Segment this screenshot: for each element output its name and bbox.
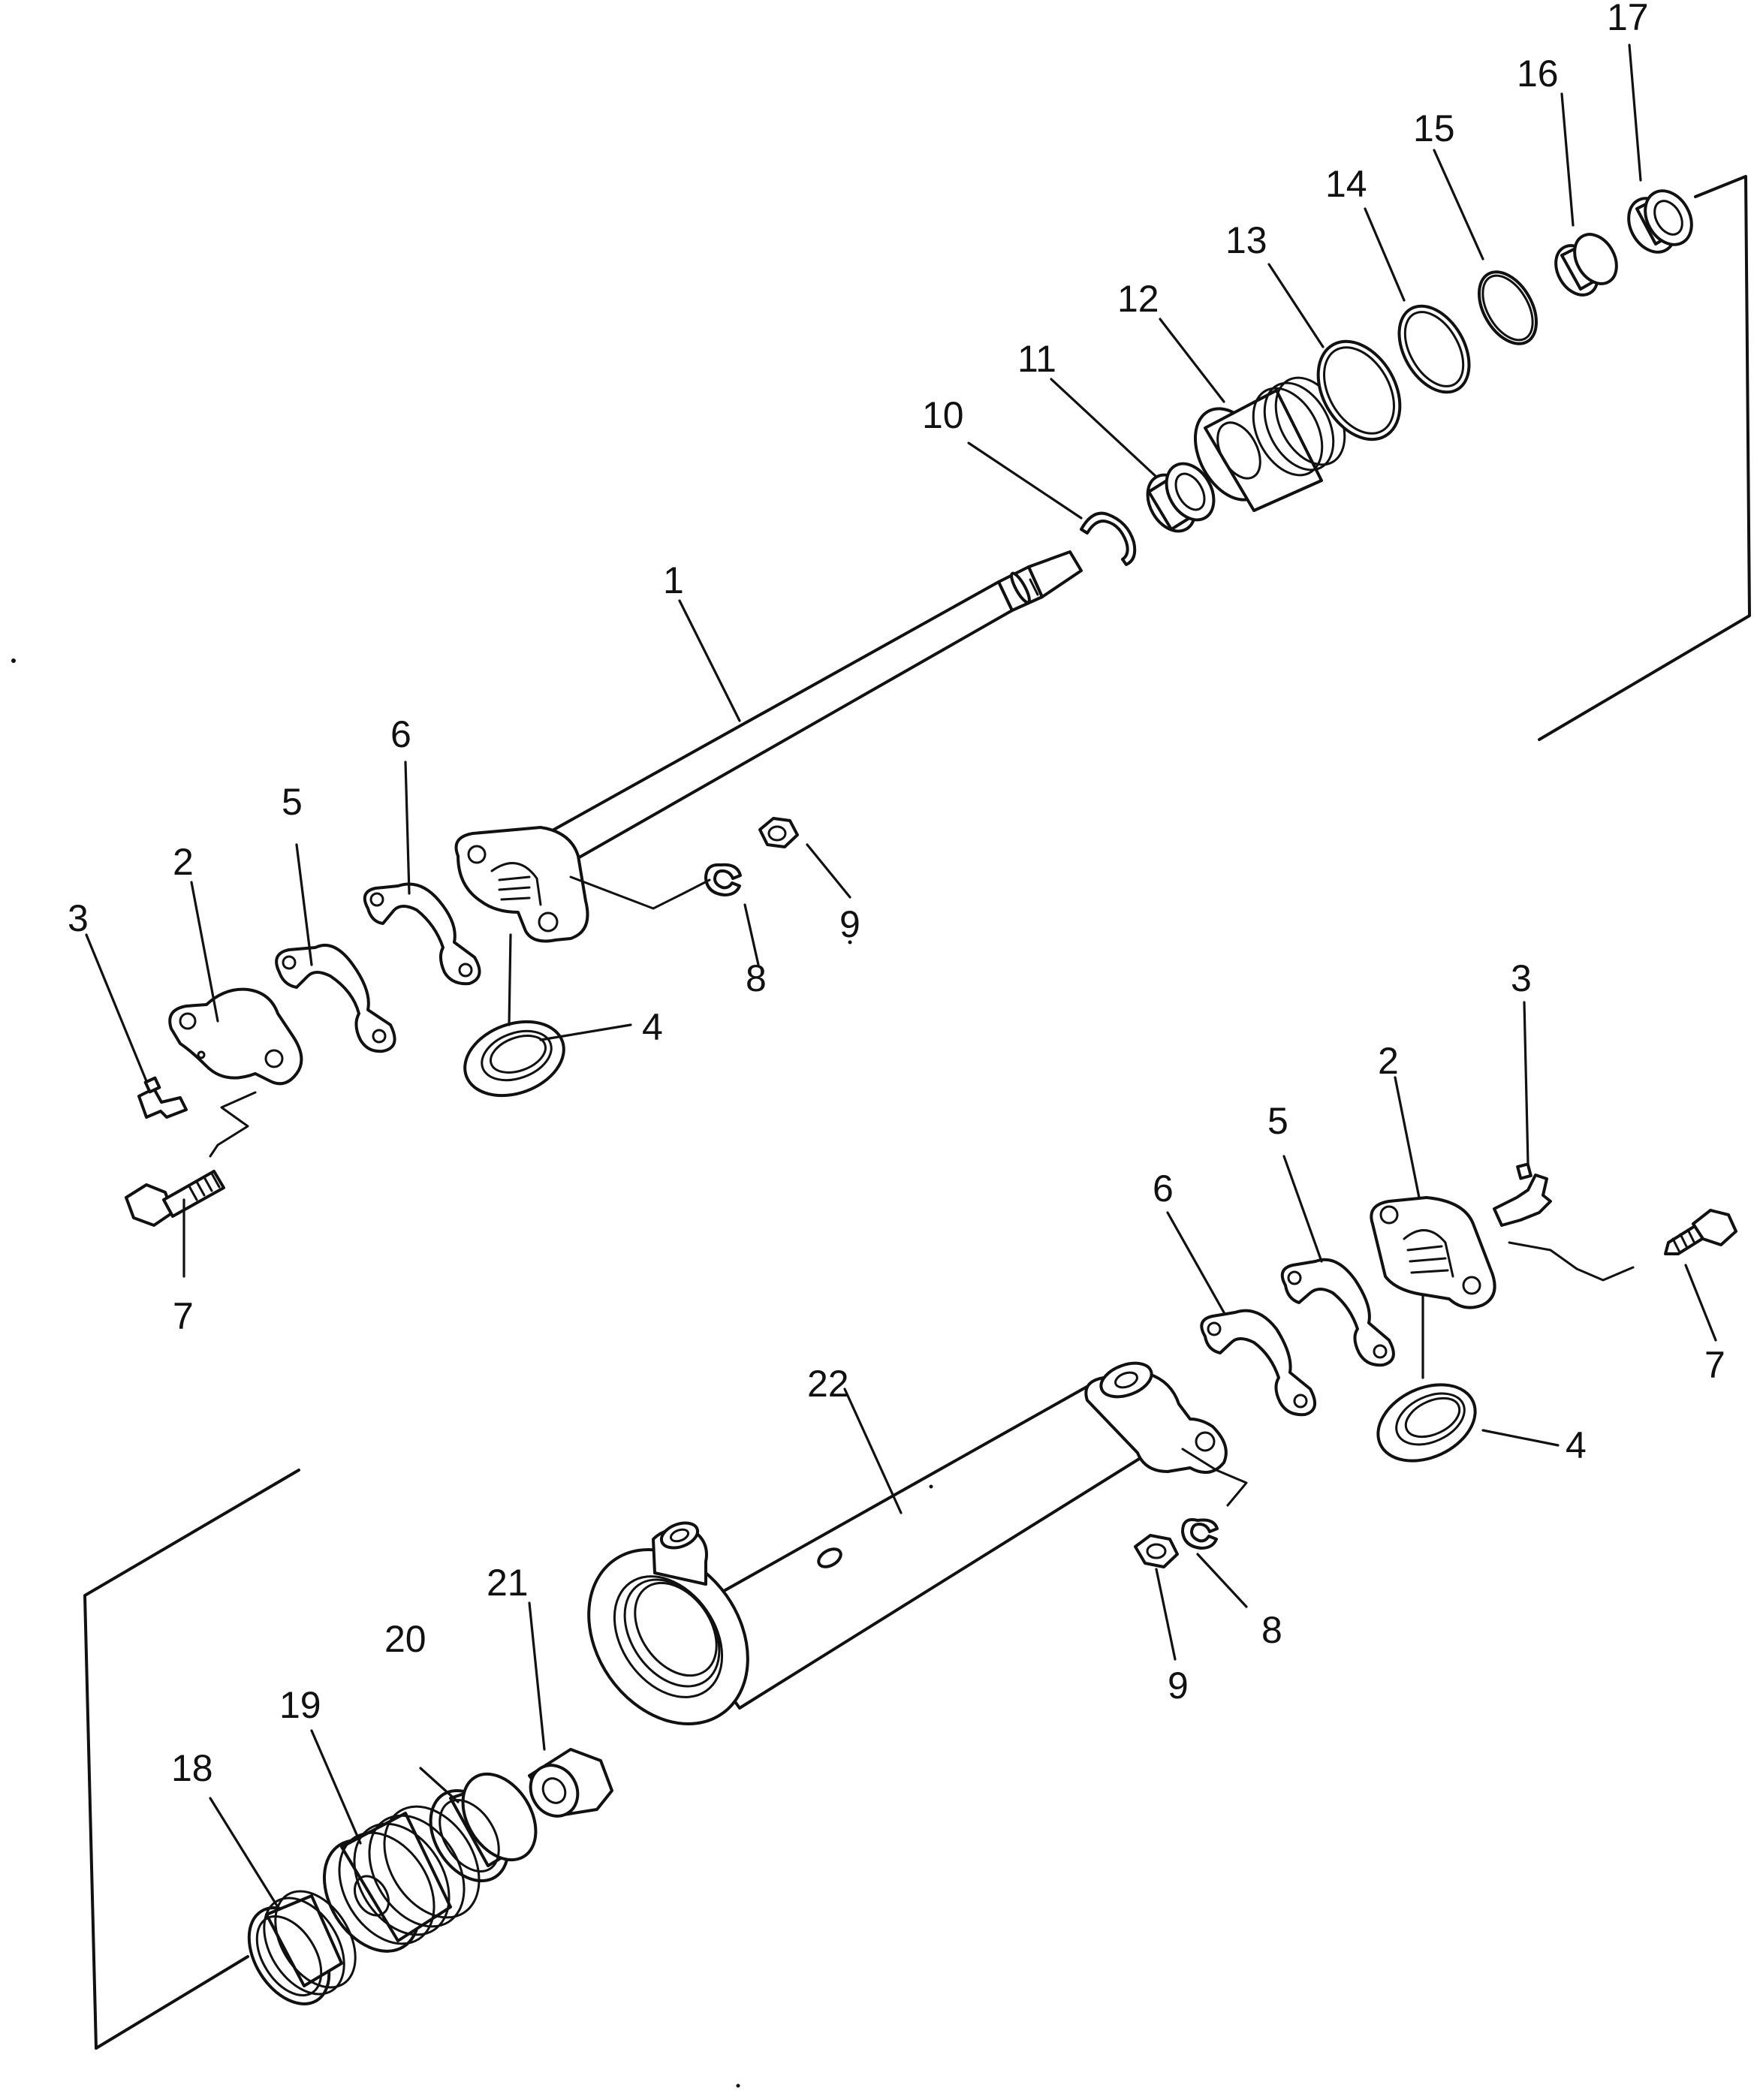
part-piston-rod	[454, 550, 1083, 943]
part-nut-lower	[1134, 1534, 1179, 1568]
callout-5-lower: 5	[1267, 1100, 1288, 1142]
part-washer-upper	[704, 863, 742, 896]
part-bolt-upper	[125, 1170, 225, 1227]
callout-1-upper: 1	[663, 559, 684, 601]
callout-9-lower: 9	[1168, 1665, 1189, 1707]
callout-9-upper: 9	[839, 903, 860, 945]
part-seal-lower	[1376, 1383, 1477, 1463]
callout-16: 16	[1517, 53, 1559, 95]
callout-7-lower: 7	[1704, 1344, 1725, 1386]
part-cylinder-tube	[587, 1361, 1228, 1725]
part-piston	[322, 1805, 481, 1953]
part-nut-upper	[758, 817, 799, 848]
callout-7-upper: 7	[173, 1295, 194, 1337]
callout-13: 13	[1225, 219, 1267, 261]
callout-22: 22	[807, 1363, 849, 1405]
callout-14: 14	[1325, 163, 1367, 205]
callout-2-lower: 2	[1378, 1040, 1399, 1082]
callout-3-upper: 3	[68, 897, 89, 939]
part-cap-lower	[1370, 1196, 1496, 1309]
part-snap-ring	[1080, 511, 1137, 566]
lower-leader-lines	[209, 1001, 1717, 1909]
scan-specks	[11, 658, 933, 2088]
callout-4-lower: 4	[1566, 1424, 1587, 1466]
callout-4-upper: 4	[642, 1006, 663, 1048]
callout-8-upper: 8	[746, 957, 767, 999]
callout-6-lower: 6	[1153, 1168, 1174, 1210]
part-bushing-11	[1146, 462, 1216, 533]
upper-leader-lines	[85, 44, 1642, 1278]
frame-lines	[83, 175, 1751, 2050]
part-grease-fitting-upper	[137, 1076, 188, 1119]
part-bolt-lower	[1664, 1209, 1737, 1255]
part-ring-15	[1478, 270, 1538, 345]
part-shim-6-upper	[363, 882, 481, 986]
callout-8-lower: 8	[1261, 1609, 1282, 1651]
callout-11: 11	[1017, 338, 1056, 380]
part-seal-upper	[463, 1020, 565, 1098]
part-shim-5-upper	[275, 943, 396, 1053]
part-shim-5-lower	[1280, 1258, 1395, 1367]
part-grease-fitting-lower	[1493, 1162, 1552, 1227]
callout-21: 21	[487, 1562, 529, 1604]
upper-callouts: 1 2 3 4 5 6 7 8 9 10 11 12 13 14 15 16 1…	[68, 0, 1649, 1337]
part-bushing-16	[1554, 233, 1618, 297]
part-ring-13	[1316, 339, 1402, 441]
part-ring-18	[247, 1890, 357, 2005]
part-bushing-17	[1627, 189, 1693, 254]
callout-18: 18	[171, 1747, 213, 1789]
part-ring-14	[1397, 304, 1471, 394]
part-washer-lower	[1181, 1518, 1219, 1550]
callout-20: 20	[384, 1618, 426, 1660]
lower-callouts: 2 3 4 5 6 7 8 9 18 19 20 21 22	[171, 957, 1725, 1789]
callout-12: 12	[1117, 278, 1159, 320]
callout-3-lower: 3	[1511, 957, 1532, 999]
callout-17: 17	[1607, 0, 1649, 38]
callout-2-upper: 2	[173, 841, 194, 883]
part-wear-ring	[429, 1772, 538, 1883]
callout-19: 19	[279, 1684, 321, 1726]
callout-5-upper: 5	[282, 781, 303, 823]
part-cap-upper	[168, 987, 303, 1086]
callout-6-upper: 6	[390, 713, 411, 755]
part-shim-6-lower	[1200, 1309, 1317, 1417]
callout-10: 10	[922, 394, 964, 436]
part-piston-nut	[528, 1748, 613, 1818]
callout-15: 15	[1413, 107, 1455, 149]
